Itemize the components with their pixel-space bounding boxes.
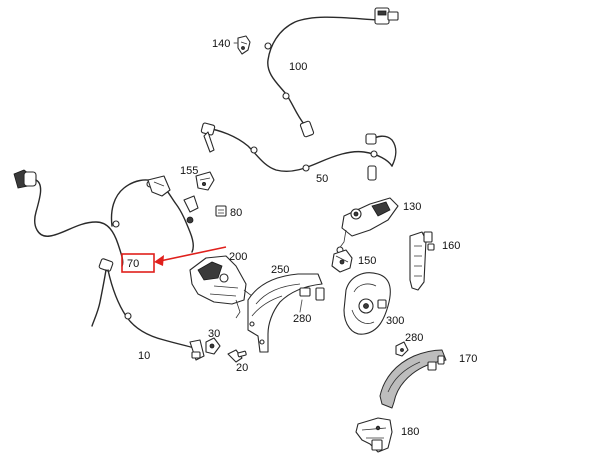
callout-80: 80 [230, 207, 242, 219]
callout-label: 200 [229, 251, 247, 263]
callout-label: 80 [230, 207, 242, 219]
highlight-box [121, 253, 155, 273]
callout-140: 140 [212, 38, 239, 50]
callout-label: 150 [358, 255, 376, 267]
callout-label: 280 [293, 313, 311, 325]
callout-180: 180 [401, 426, 419, 438]
callout-label: 130 [403, 201, 421, 213]
callout-155: 155 [180, 165, 198, 177]
callout-280-left: 280 [293, 299, 311, 325]
fitting-30[interactable] [205, 337, 221, 355]
sensor-cable-10[interactable] [91, 258, 205, 361]
callout-label: 300 [386, 315, 404, 327]
callout-170: 170 [459, 353, 477, 365]
callout-label: 20 [236, 362, 248, 374]
callout-280-right: 280 [405, 332, 423, 344]
callout-label: 50 [316, 173, 328, 185]
sensor-150[interactable] [331, 249, 353, 273]
callout-label: 140 [212, 38, 230, 50]
callout-70-highlight[interactable]: 70 [121, 246, 227, 273]
callout-label: 70 [127, 258, 139, 270]
callout-150: 150 [358, 255, 376, 267]
wheel-arch-liner-250[interactable] [247, 273, 325, 353]
control-unit-200[interactable] [189, 255, 253, 319]
callout-20: 20 [236, 362, 248, 374]
callout-30: 30 [208, 328, 220, 340]
callout-label: 180 [401, 426, 419, 438]
callout-250: 250 [271, 264, 289, 276]
callout-label: 280 [405, 332, 423, 344]
callout-label: 155 [180, 165, 198, 177]
callout-label: 10 [138, 350, 150, 362]
callout-label: 30 [208, 328, 220, 340]
callout-160: 160 [442, 240, 460, 252]
housing-300[interactable] [343, 272, 391, 335]
wheel-arch-liner-170[interactable] [379, 349, 447, 409]
callout-300: 300 [386, 315, 404, 327]
callout-50: 50 [316, 173, 328, 185]
bracket-155[interactable] [195, 171, 215, 191]
callout-label: 250 [271, 264, 289, 276]
actuator-130[interactable] [336, 197, 399, 254]
callout-10: 10 [138, 350, 150, 362]
sensor-cable-70[interactable] [13, 169, 199, 267]
bolt-80[interactable] [215, 205, 227, 217]
arrow-head-icon [154, 255, 164, 266]
holder-clip-140[interactable] [237, 35, 251, 55]
bracket-180[interactable] [355, 417, 393, 453]
sensor-cable-50[interactable] [200, 122, 397, 181]
callout-200: 200 [229, 251, 247, 263]
callout-label: 100 [289, 61, 307, 73]
clip-280-right[interactable] [395, 341, 409, 357]
sensor-cable-100[interactable] [264, 7, 399, 138]
callout-100: 100 [289, 61, 307, 73]
callout-130: 130 [403, 201, 421, 213]
callout-label: 170 [459, 353, 477, 365]
bracket-160[interactable] [409, 231, 435, 291]
callout-label: 160 [442, 240, 460, 252]
highlight-arrow [159, 246, 227, 262]
screw-20[interactable] [227, 349, 247, 363]
